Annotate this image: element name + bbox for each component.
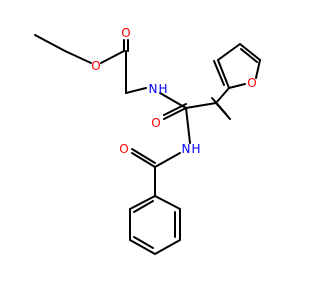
benzoyl-amide-bonds bbox=[131, 148, 181, 197]
amide-carbonyl-oxygen-label: O bbox=[151, 116, 160, 130]
benzoyl-oxygen-label: O bbox=[119, 142, 128, 156]
ester-carbonyl-oxygen-label: O bbox=[121, 26, 130, 40]
phenyl-ring-bonds bbox=[129, 195, 181, 255]
amide-nitrogen-1-label: N bbox=[149, 82, 158, 96]
furan-oxygen-label: O bbox=[247, 76, 256, 90]
amide-hydrogen-1-label: H bbox=[158, 82, 167, 96]
acrylamide-bonds bbox=[159, 87, 231, 144]
amide-nitrogen-2-label: N bbox=[182, 142, 191, 156]
atom-labels: O O N H O O N H O bbox=[91, 26, 256, 156]
molecule-structure: O O N H O O N H O bbox=[0, 0, 300, 300]
amide-hydrogen-2-label: H bbox=[191, 142, 200, 156]
furan-ring-bonds bbox=[213, 43, 261, 89]
ester-oxygen-label: O bbox=[91, 59, 100, 73]
ethyl-ester-bonds bbox=[34, 34, 147, 94]
canvas-background bbox=[0, 0, 300, 300]
